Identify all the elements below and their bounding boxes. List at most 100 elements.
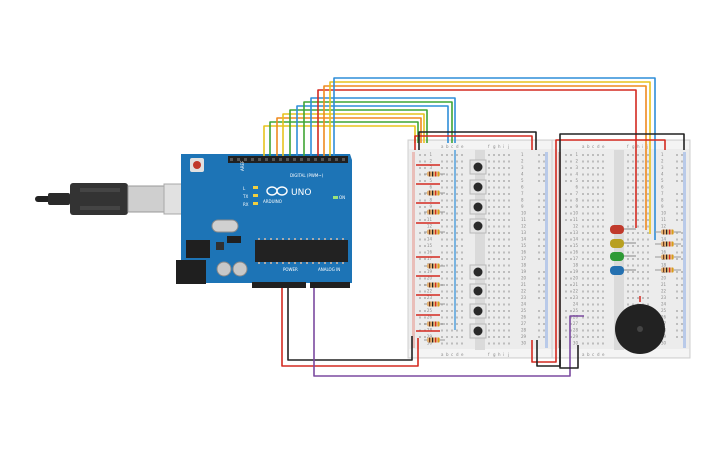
bb-hole <box>637 232 639 234</box>
rail-hole <box>570 290 572 293</box>
bb-hole <box>602 316 604 319</box>
rail-hole <box>565 251 567 254</box>
row-number: 22 <box>573 289 579 294</box>
bb-hole <box>461 303 463 306</box>
bb-hole <box>461 238 463 241</box>
resistor-band <box>672 241 674 247</box>
svg-text:d: d <box>456 144 459 149</box>
row-number: 23 <box>573 295 579 300</box>
rail-hole <box>570 154 572 156</box>
row-number: 28 <box>427 328 433 333</box>
resistor-band <box>429 190 431 196</box>
bb-hole <box>647 297 649 299</box>
rail-hole <box>565 336 567 338</box>
push-button-cap[interactable] <box>473 182 483 192</box>
rail-hole <box>543 206 545 208</box>
rail-hole <box>538 245 540 247</box>
resistor-band <box>429 321 431 327</box>
bb-hole <box>446 206 448 208</box>
bb-hole <box>503 316 505 319</box>
rail-hole <box>570 310 572 312</box>
bb-hole <box>446 271 448 273</box>
bb-hole <box>637 264 639 267</box>
resistor <box>427 263 440 269</box>
bb-hole <box>461 316 463 319</box>
push-button-cap[interactable] <box>473 221 483 231</box>
bb-hole <box>498 271 500 273</box>
resistor-band <box>666 254 668 260</box>
resistor-band <box>672 254 674 260</box>
rail-hole <box>543 167 545 169</box>
resistor-band <box>432 209 434 215</box>
bb-hole <box>493 225 495 228</box>
rail-hole <box>543 199 545 202</box>
bb-hole <box>597 329 599 332</box>
bb-hole <box>582 180 584 182</box>
bb-hole <box>592 206 594 208</box>
rail-hole <box>565 212 567 215</box>
bb-hole <box>647 251 649 254</box>
rail-hole <box>538 154 540 156</box>
svg-text:d: d <box>597 144 600 149</box>
svg-text:b: b <box>587 352 590 357</box>
bb-hole <box>637 271 639 273</box>
bb-hole <box>498 342 500 345</box>
bb-hole <box>456 297 458 299</box>
bb-hole <box>488 245 490 247</box>
bb-left-col-labels-top: a b c d e f g h i j <box>441 144 509 149</box>
push-button-cap[interactable] <box>473 202 483 212</box>
bb-hole <box>602 342 604 345</box>
row-number: 14 <box>573 237 579 242</box>
leds <box>610 225 636 275</box>
push-button-cap[interactable] <box>473 306 483 316</box>
rail-hole <box>424 212 426 215</box>
rail-hole <box>681 251 683 254</box>
bb-hole <box>642 251 644 254</box>
bb-hole <box>461 212 463 215</box>
bb-hole <box>632 173 634 176</box>
bb-hole <box>597 264 599 267</box>
wire-yellow-1 <box>263 125 416 156</box>
bb-hole <box>597 297 599 299</box>
bb-hole <box>441 277 443 280</box>
bb-hole <box>592 258 594 260</box>
rail-hole <box>538 206 540 208</box>
bb-hole <box>498 232 500 234</box>
usb-cable <box>35 183 207 215</box>
bb-hole <box>493 173 495 176</box>
rail-hole <box>676 238 678 241</box>
bb-hole <box>582 225 584 228</box>
bb-hole <box>446 316 448 319</box>
arduino-logo <box>266 186 288 196</box>
bb-hole <box>503 310 505 312</box>
push-button-cap[interactable] <box>473 162 483 172</box>
bb-hole <box>587 245 589 247</box>
bb-hole <box>627 186 629 189</box>
resistor-band <box>435 190 437 196</box>
bb-hole <box>642 154 644 156</box>
bb-hole <box>446 173 448 176</box>
push-button-cap[interactable] <box>473 267 483 277</box>
rail-hole <box>565 271 567 273</box>
push-button-cap[interactable] <box>473 326 483 336</box>
resistor-band <box>435 229 437 235</box>
bb-hole <box>441 245 443 247</box>
bb-hole <box>632 167 634 169</box>
bb-hole <box>582 342 584 345</box>
push-button-cap[interactable] <box>473 286 483 296</box>
resistor-band <box>666 241 668 247</box>
bb-hole <box>488 303 490 306</box>
bb-hole <box>451 180 453 182</box>
rail-hole <box>538 310 540 312</box>
bb-hole <box>446 199 448 202</box>
bb-hole <box>627 251 629 254</box>
rail-hole <box>681 316 683 319</box>
bb-hole <box>456 245 458 247</box>
row-number: 30 <box>427 341 433 346</box>
bb-hole <box>632 277 634 280</box>
row-number: 8 <box>429 198 432 203</box>
bb-hole <box>592 160 594 163</box>
bb-hole <box>508 225 510 228</box>
bb-hole <box>488 297 490 299</box>
rail-hole <box>543 160 545 163</box>
